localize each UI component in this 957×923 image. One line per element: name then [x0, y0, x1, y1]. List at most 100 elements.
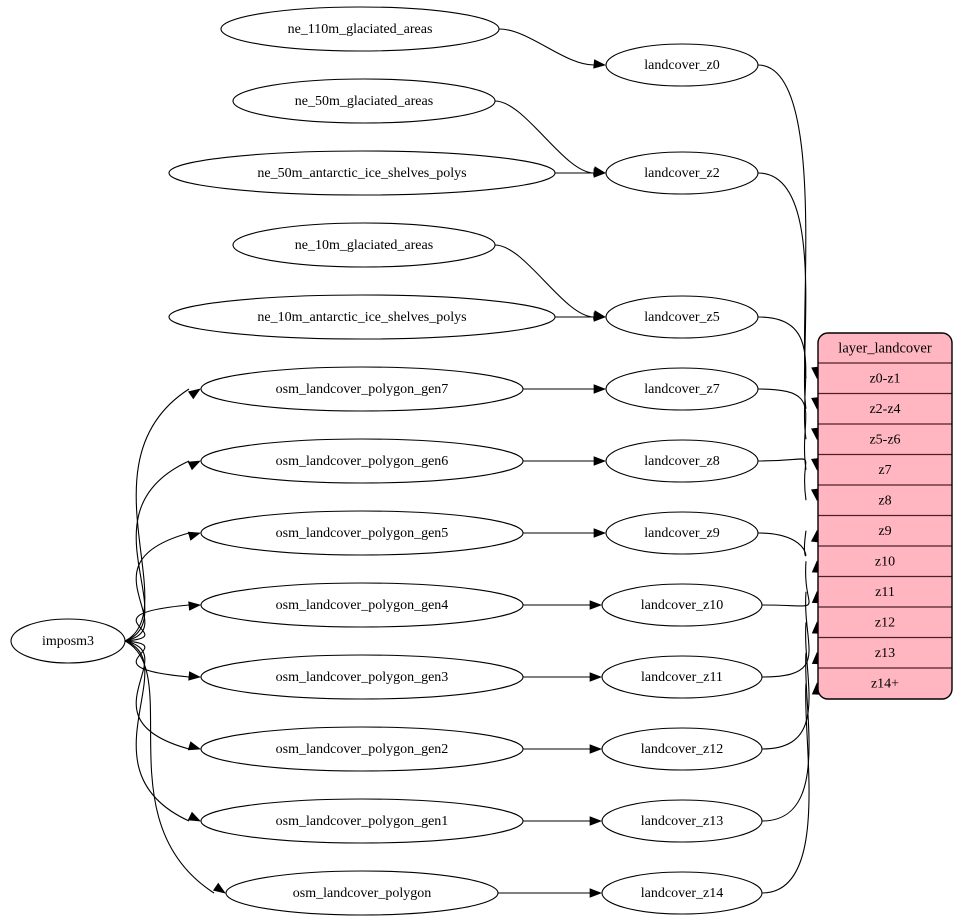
table-row-z2-z4[interactable]: z2-z4: [869, 402, 900, 417]
arrowhead: [593, 59, 606, 69]
arrowhead: [589, 744, 602, 754]
node-z10[interactable]: landcover_z10: [601, 583, 763, 627]
node-z0[interactable]: landcover_z0: [605, 43, 759, 87]
arrowhead: [593, 168, 606, 178]
node-label: ne_50m_antarctic_ice_shelves_polys: [257, 166, 466, 181]
root-node-ellipse: [10, 618, 126, 664]
node-z11[interactable]: landcover_z11: [601, 655, 763, 699]
node-gen3[interactable]: osm_landcover_polygon_gen3: [200, 654, 524, 700]
node-label: landcover_z14: [641, 886, 723, 901]
node-ne10g[interactable]: ne_10m_glaciated_areas: [232, 222, 496, 268]
table-row-z5-z6[interactable]: z5-z6: [869, 432, 900, 447]
source-node-ellipse: [225, 870, 499, 916]
table-outline: [817, 332, 953, 700]
node-gen5[interactable]: osm_landcover_polygon_gen5: [200, 510, 524, 556]
node-label: ne_110m_glaciated_areas: [288, 22, 433, 37]
node-z7[interactable]: landcover_z7: [605, 367, 759, 411]
edge-ne110-to-z0: [498, 28, 595, 66]
table-row-z11[interactable]: z11: [875, 585, 895, 600]
arrowhead: [188, 601, 201, 611]
node-label: landcover_z11: [641, 670, 723, 685]
node-gen2[interactable]: osm_landcover_polygon_gen2: [200, 726, 524, 772]
source-node-ellipse: [168, 150, 556, 196]
edge-imposm3-to-gen5: [124, 532, 190, 642]
edge-z7-to-table.z7: [757, 388, 807, 470]
source-node-ellipse: [232, 78, 496, 124]
mid-node-ellipse: [605, 367, 759, 411]
table-row-z9[interactable]: z9: [878, 524, 891, 539]
arrowhead: [212, 882, 226, 894]
edge-imposm3-to-gen3: [124, 640, 190, 678]
mid-node-ellipse: [605, 295, 759, 339]
mid-node-ellipse: [601, 583, 763, 627]
node-label: landcover_z5: [644, 310, 719, 325]
node-label: imposm3: [42, 634, 94, 649]
node-label: osm_landcover_polygon_gen5: [276, 526, 449, 541]
arrowhead: [187, 388, 201, 400]
node-label: osm_landcover_polygon_gen4: [276, 598, 449, 613]
node-gen1[interactable]: osm_landcover_polygon_gen1: [200, 798, 524, 844]
node-z9[interactable]: landcover_z9: [605, 511, 759, 555]
edge-imposm3-to-gen0: [124, 640, 215, 894]
node-ne50g[interactable]: ne_50m_glaciated_areas: [232, 78, 496, 124]
node-gen4[interactable]: osm_landcover_polygon_gen4: [200, 582, 524, 628]
node-label: landcover_z12: [641, 742, 723, 757]
mid-node-ellipse: [601, 727, 763, 771]
mid-node-ellipse: [605, 511, 759, 555]
arrowhead: [593, 456, 606, 466]
node-ne110[interactable]: ne_110m_glaciated_areas: [220, 6, 500, 52]
node-z5[interactable]: landcover_z5: [605, 295, 759, 339]
edge-imposm3-to-gen7: [124, 388, 190, 642]
arrowhead: [187, 741, 201, 751]
source-node-ellipse: [200, 582, 524, 628]
node-gen0[interactable]: osm_landcover_polygon: [225, 870, 499, 916]
node-z2[interactable]: landcover_z2: [605, 151, 759, 195]
source-node-ellipse: [200, 726, 524, 772]
mid-node-ellipse: [601, 799, 763, 843]
table-row-z10[interactable]: z10: [875, 554, 895, 569]
node-label: ne_50m_glaciated_areas: [295, 94, 433, 109]
mid-node-ellipse: [601, 871, 763, 915]
edge-z2-to-table.z2-z4: [757, 172, 807, 409]
node-label: osm_landcover_polygon_gen6: [276, 454, 449, 469]
table-row-z13[interactable]: z13: [875, 646, 895, 661]
node-z12[interactable]: landcover_z12: [601, 727, 763, 771]
arrowhead: [593, 312, 606, 322]
edge-z9-to-table.z9: [757, 530, 807, 557]
edge-imposm3-to-gen1: [124, 640, 190, 822]
mid-node-ellipse: [605, 43, 759, 87]
nodes-layer: ne_110m_glaciated_areas ne_50m_glaciated_…: [10, 6, 763, 916]
node-label: ne_10m_glaciated_areas: [295, 238, 433, 253]
edge-imposm3-to-gen4: [124, 604, 190, 642]
table-row-z14+[interactable]: z14+: [871, 676, 899, 691]
node-imposm3[interactable]: imposm3: [10, 618, 126, 664]
node-label: osm_landcover_polygon_gen2: [276, 742, 449, 757]
node-ne10a[interactable]: ne_10m_antarctic_ice_shelves_polys: [168, 294, 556, 340]
table-row-z7[interactable]: z7: [878, 463, 891, 478]
edge-z10-to-table.z10: [761, 561, 810, 607]
node-label: landcover_z8: [644, 454, 719, 469]
node-label: ne_10m_antarctic_ice_shelves_polys: [257, 310, 466, 325]
edge-z12-to-table.z12: [761, 622, 810, 750]
table-row-z12[interactable]: z12: [875, 615, 895, 630]
node-z14[interactable]: landcover_z14: [601, 871, 763, 915]
mid-node-ellipse: [605, 439, 759, 483]
source-node-ellipse: [200, 654, 524, 700]
node-label: landcover_z2: [644, 166, 719, 181]
mid-node-ellipse: [601, 655, 763, 699]
table-row-z0-z1[interactable]: z0-z1: [869, 371, 900, 386]
node-gen7[interactable]: osm_landcover_polygon_gen7: [200, 366, 524, 412]
source-node-ellipse: [200, 438, 524, 484]
table-row-z8[interactable]: z8: [878, 493, 891, 508]
node-z8[interactable]: landcover_z8: [605, 439, 759, 483]
arrowhead: [589, 600, 602, 610]
node-gen6[interactable]: osm_landcover_polygon_gen6: [200, 438, 524, 484]
source-node-ellipse: [220, 6, 500, 52]
arrowhead: [187, 460, 201, 471]
node-z13[interactable]: landcover_z13: [601, 799, 763, 843]
edges-layer: [124, 28, 822, 898]
node-label: osm_landcover_polygon_gen7: [276, 382, 449, 397]
node-label: osm_landcover_polygon: [293, 886, 431, 901]
node-ne50a[interactable]: ne_50m_antarctic_ice_shelves_polys: [168, 150, 556, 196]
